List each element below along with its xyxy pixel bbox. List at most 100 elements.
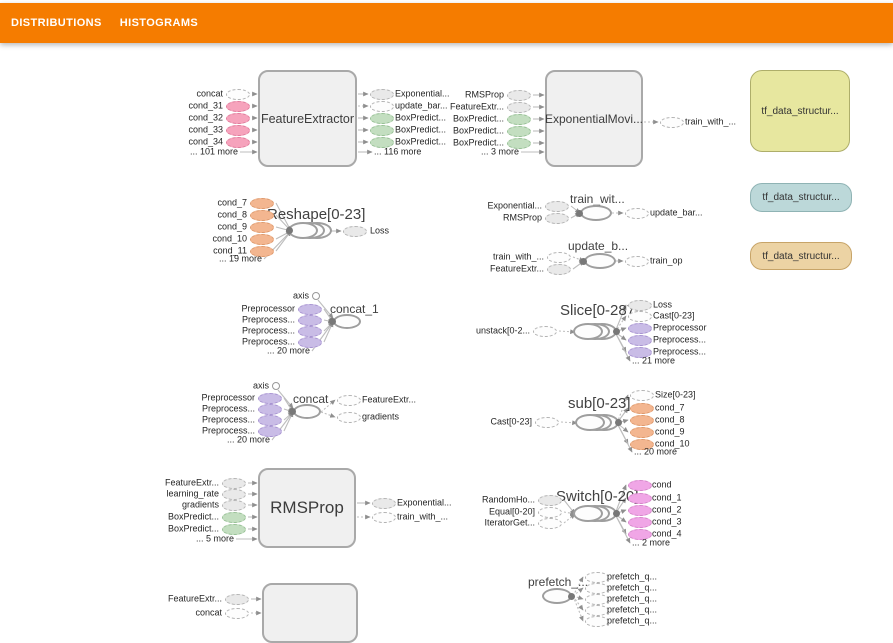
graph-node-bottom-node[interactable] (262, 583, 358, 643)
port-cond-10[interactable] (250, 234, 274, 245)
port-train-with[interactable] (372, 512, 396, 523)
port-cond-33[interactable] (226, 125, 250, 136)
port-train-with[interactable] (547, 252, 571, 263)
port-boxpredict[interactable] (370, 113, 394, 124)
port-cast-0-23[interactable] (628, 311, 652, 322)
port-preprocessor[interactable] (258, 393, 282, 404)
port-cast-0-23[interactable] (535, 417, 559, 428)
port-cond-7[interactable] (250, 198, 274, 209)
port-preprocess[interactable] (258, 404, 282, 415)
graph-node-reshape[interactable] (286, 222, 332, 239)
graph-node-sub[interactable] (575, 414, 622, 431)
port-boxpredict[interactable] (370, 137, 394, 148)
port-axis-icon[interactable] (312, 292, 320, 300)
graph-node-concat[interactable] (289, 404, 321, 419)
node-label: FeatureExtractor (260, 111, 355, 126)
graph-node-prefetch[interactable] (540, 588, 575, 604)
port-boxpredict[interactable] (222, 524, 246, 535)
port-learning-rate[interactable] (222, 489, 246, 500)
port-update-bar[interactable] (625, 208, 649, 219)
port-preprocessor[interactable] (298, 304, 322, 315)
port-preprocess[interactable] (298, 315, 322, 326)
port-concat[interactable] (226, 89, 250, 100)
graph-node-tf-data-structure-3[interactable]: tf_data_structur... (750, 242, 852, 270)
port-boxpredict[interactable] (222, 512, 246, 523)
port-train-with[interactable] (660, 117, 684, 128)
port-boxpredict[interactable] (507, 126, 531, 137)
port-concat[interactable] (225, 608, 249, 619)
port-loss[interactable] (628, 300, 652, 311)
port-cond-11[interactable] (250, 246, 274, 257)
graph-node-switch[interactable] (573, 505, 620, 522)
port-preprocess[interactable] (298, 326, 322, 337)
graph-node-tf-data-structure-1[interactable]: tf_data_structur... (750, 70, 850, 152)
port-rmsprop[interactable] (545, 213, 569, 224)
port-boxpredict[interactable] (370, 125, 394, 136)
port-preprocess[interactable] (628, 347, 652, 358)
port-cond-10[interactable] (630, 439, 654, 450)
port-cond-4[interactable] (628, 529, 652, 540)
port-more-label: ... 5 more (195, 533, 234, 544)
port-label: Exponential... (395, 88, 450, 99)
graph-node-update-barrier[interactable] (580, 253, 616, 269)
port-cond-9[interactable] (250, 222, 274, 233)
port-cond-32[interactable] (226, 113, 250, 124)
port-cond-34[interactable] (226, 137, 250, 148)
port-featureextr[interactable] (225, 594, 249, 605)
port-preprocess[interactable] (628, 335, 652, 346)
port-preprocess[interactable] (258, 415, 282, 426)
port-cond[interactable] (628, 480, 652, 491)
port-cond-8[interactable] (630, 415, 654, 426)
port-featureextr[interactable] (222, 478, 246, 489)
tab-distributions[interactable]: DISTRIBUTIONS (11, 17, 102, 29)
port-cond-1[interactable] (628, 493, 652, 504)
port-cond-9[interactable] (630, 427, 654, 438)
port-cond-8[interactable] (250, 210, 274, 221)
port-boxpredict[interactable] (507, 138, 531, 149)
port-unstack-0-2[interactable] (533, 326, 557, 337)
port-equal-0-20[interactable] (538, 507, 562, 518)
port-iteratorget[interactable] (538, 518, 562, 529)
port-prefetch-q[interactable] (585, 583, 609, 594)
port-prefetch-q[interactable] (585, 572, 609, 583)
port-cond-3[interactable] (628, 517, 652, 528)
port-featureextr[interactable] (547, 264, 571, 275)
graph-node-concat-1[interactable] (329, 314, 361, 329)
port-exponential[interactable] (372, 498, 396, 509)
port-preprocessor[interactable] (628, 323, 652, 334)
port-prefetch-q[interactable] (585, 605, 609, 616)
port-prefetch-q[interactable] (585, 594, 609, 605)
port-gradients[interactable] (337, 412, 361, 423)
port-train-op[interactable] (625, 256, 649, 267)
port-cond-31[interactable] (226, 101, 250, 112)
port-label: Preprocess... (653, 346, 707, 357)
port-gradients[interactable] (222, 500, 246, 511)
port-rmsprop[interactable] (507, 90, 531, 101)
port-featureextr[interactable] (507, 102, 531, 113)
port-label: cond_1 (652, 492, 682, 503)
port-loss[interactable] (343, 226, 367, 237)
port-label: update_bar... (650, 207, 703, 218)
graph-node-rmsprop[interactable]: RMSProp (258, 468, 356, 548)
port-preprocess[interactable] (258, 426, 282, 437)
tab-histograms[interactable]: HISTOGRAMS (119, 17, 199, 29)
graph-node-slice[interactable] (573, 323, 620, 340)
port-cond-7[interactable] (630, 403, 654, 414)
graph-node-train-with[interactable] (576, 205, 612, 221)
port-more-label: ... 116 more (374, 146, 422, 157)
port-preprocess[interactable] (298, 337, 322, 348)
graph-node-feature-extractor[interactable]: FeatureExtractor (258, 70, 357, 167)
graph-node-exponential-moving[interactable]: ExponentialMovi... (545, 70, 643, 167)
port-featureextr[interactable] (337, 395, 361, 406)
port-size-0-23[interactable] (630, 390, 654, 401)
port-exponential[interactable] (545, 201, 569, 212)
port-cond-2[interactable] (628, 505, 652, 516)
port-randomho[interactable] (538, 495, 562, 506)
port-axis-icon[interactable] (272, 382, 280, 390)
port-exponential[interactable] (370, 89, 394, 100)
graph-node-tf-data-structure-2[interactable]: tf_data_structur... (750, 183, 852, 212)
port-label: BoxPredict... (167, 511, 219, 522)
node-label: update_b... (568, 239, 629, 253)
port-boxpredict[interactable] (507, 114, 531, 125)
port-update-bar[interactable] (370, 101, 394, 112)
